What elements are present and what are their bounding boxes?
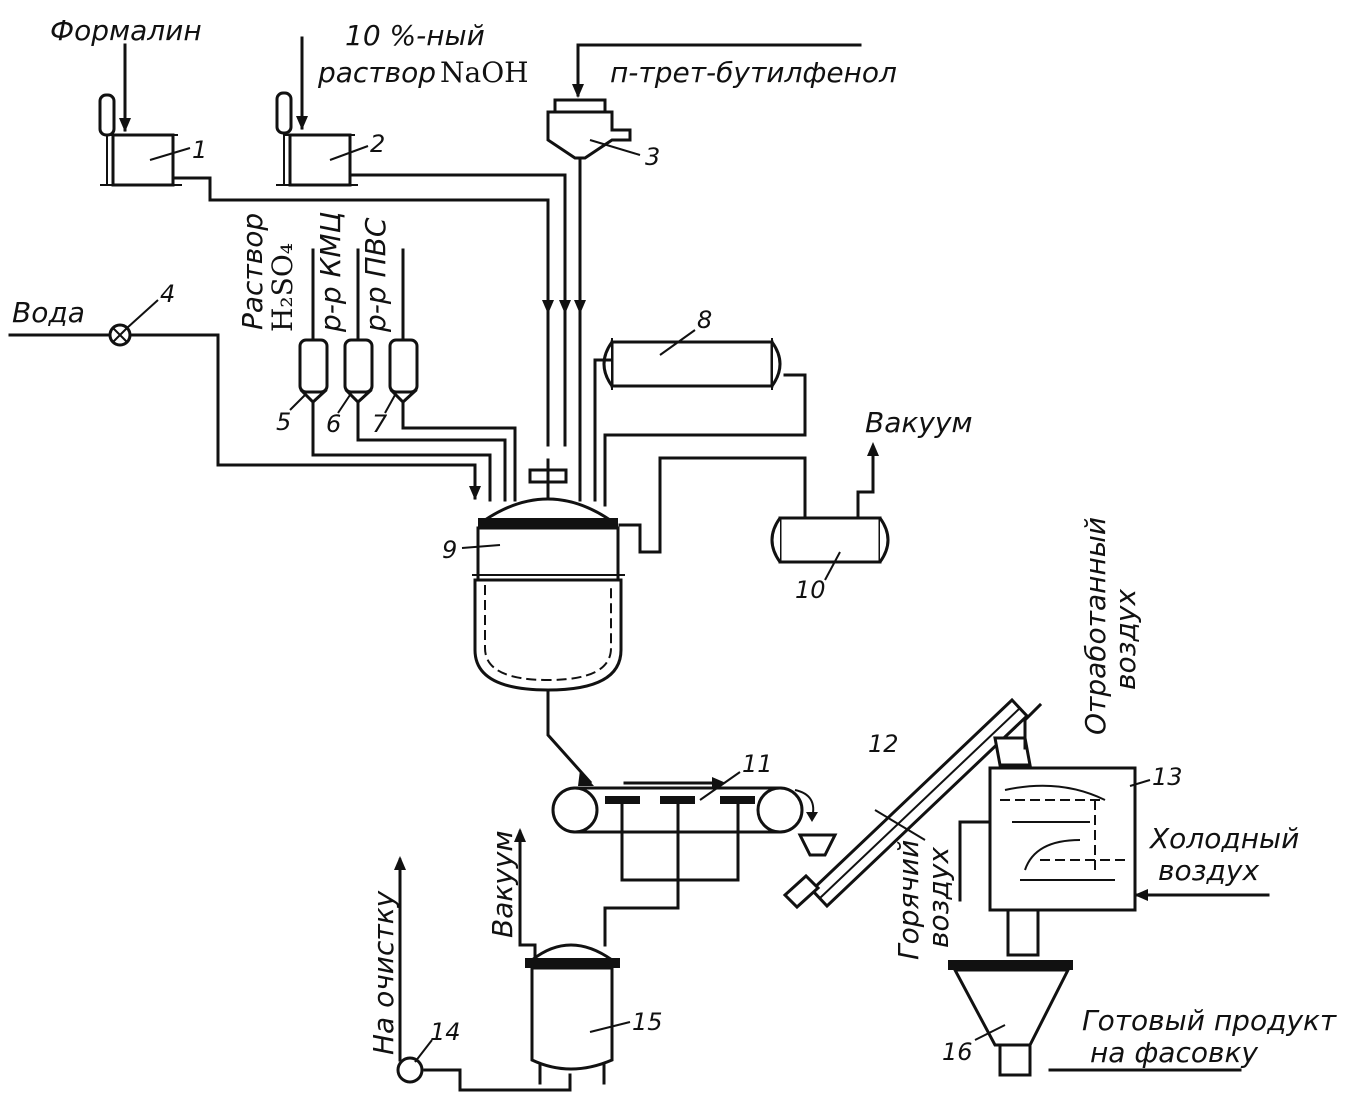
num-2: 2 bbox=[370, 130, 385, 158]
num-4: 4 bbox=[160, 280, 175, 308]
dryer-13 bbox=[988, 766, 1137, 957]
arrow-icon bbox=[559, 300, 571, 314]
receiver-to-pump-line bbox=[423, 1068, 572, 1092]
label-pvs: р-р ПВС bbox=[359, 217, 392, 333]
receiver-15 bbox=[525, 943, 620, 1085]
line-1-to-reactor bbox=[171, 176, 550, 447]
screw-conveyor-12 bbox=[782, 697, 1032, 910]
arrow-icon bbox=[394, 856, 406, 870]
label-hot-air-2: воздух bbox=[922, 847, 955, 948]
filter-to-receiver-line bbox=[603, 878, 680, 947]
num-11: 11 bbox=[742, 750, 773, 778]
num-7: 7 bbox=[372, 410, 388, 438]
receiver-10 bbox=[770, 516, 890, 564]
label-vacuum-bottom: Вакуум bbox=[486, 830, 519, 938]
hot-air-line bbox=[958, 820, 992, 902]
measurer-6 bbox=[343, 338, 374, 405]
label-product-2: на фасовку bbox=[1090, 1036, 1258, 1069]
arrow-icon bbox=[296, 116, 308, 130]
hopper-16 bbox=[948, 960, 1073, 1077]
num-12: 12 bbox=[868, 730, 899, 758]
measurer-5 bbox=[298, 338, 329, 405]
arrow-icon bbox=[119, 118, 131, 132]
condenser-return-line bbox=[603, 373, 807, 507]
filter-vacuum-manifold bbox=[620, 802, 740, 882]
arrow-icon bbox=[867, 442, 879, 456]
water-to-reactor-line bbox=[128, 333, 477, 500]
num-10: 10 bbox=[795, 576, 826, 604]
label-product-1: Готовый продукт bbox=[1082, 1004, 1337, 1037]
reactor-9 bbox=[472, 458, 625, 692]
condenser-8 bbox=[602, 338, 782, 390]
line-2-to-reactor bbox=[348, 173, 567, 447]
label-kmc: р-р КМЦ bbox=[314, 212, 347, 333]
num-16: 16 bbox=[942, 1038, 973, 1066]
arrow-icon bbox=[574, 300, 586, 314]
label-cold-air-2: воздух bbox=[1158, 854, 1259, 887]
label-h2so4-title: Раствор bbox=[236, 213, 269, 330]
vacuum-line-top bbox=[856, 446, 875, 520]
tank-2 bbox=[275, 91, 358, 187]
tank-1 bbox=[98, 93, 182, 187]
label-cold-air-1: Холодный bbox=[1148, 822, 1299, 855]
num-1: 1 bbox=[192, 136, 207, 164]
label-to-cleaning: На очистку bbox=[367, 890, 400, 1055]
num-8: 8 bbox=[697, 306, 712, 334]
num-3: 3 bbox=[645, 143, 660, 171]
label-exhaust-air-2: воздух bbox=[1109, 589, 1142, 690]
label-naoh-percent: 10 %-ный bbox=[345, 19, 485, 52]
vacuum-line-bottom bbox=[518, 830, 537, 962]
label-h2so4-formula: H₂SO₄ bbox=[266, 243, 299, 332]
num-15: 15 bbox=[632, 1008, 663, 1036]
hopper-3 bbox=[546, 98, 632, 160]
label-naoh-formula: NaOH bbox=[440, 56, 529, 89]
arrow-icon bbox=[1134, 889, 1148, 901]
arrow-icon bbox=[578, 770, 594, 786]
label-water: Вода bbox=[12, 296, 85, 329]
num-9: 9 bbox=[442, 536, 457, 564]
vapor-line bbox=[618, 456, 807, 554]
label-vacuum-top: Вакуум bbox=[865, 406, 973, 439]
reactor-outlet-line bbox=[546, 688, 593, 785]
reactor-to-condenser-line bbox=[593, 358, 614, 502]
num-13: 13 bbox=[1152, 763, 1183, 791]
label-formalin: Формалин bbox=[50, 14, 202, 47]
num-5: 5 bbox=[276, 408, 291, 436]
measurer-7 bbox=[388, 338, 419, 405]
line-5-to-reactor bbox=[311, 400, 492, 502]
arrow-icon bbox=[542, 300, 554, 314]
arrow-icon bbox=[469, 486, 481, 500]
num-14: 14 bbox=[430, 1018, 461, 1046]
line-7-to-reactor bbox=[401, 400, 517, 502]
pump-14 bbox=[396, 1056, 424, 1084]
num-6: 6 bbox=[326, 410, 341, 438]
exhaust-air-line bbox=[1023, 702, 1043, 750]
arrow-icon bbox=[572, 84, 584, 98]
label-hot-air-1: Горячий bbox=[892, 840, 925, 960]
line-6-to-reactor bbox=[356, 400, 507, 502]
label-butylphenol: п-трет-бутилфенол bbox=[610, 56, 897, 89]
arrow-icon bbox=[514, 828, 526, 842]
label-exhaust-air-1: Отработанный bbox=[1079, 517, 1112, 735]
label-naoh-solution: раствор bbox=[317, 56, 436, 89]
butylphenol-feed-line bbox=[576, 43, 862, 97]
